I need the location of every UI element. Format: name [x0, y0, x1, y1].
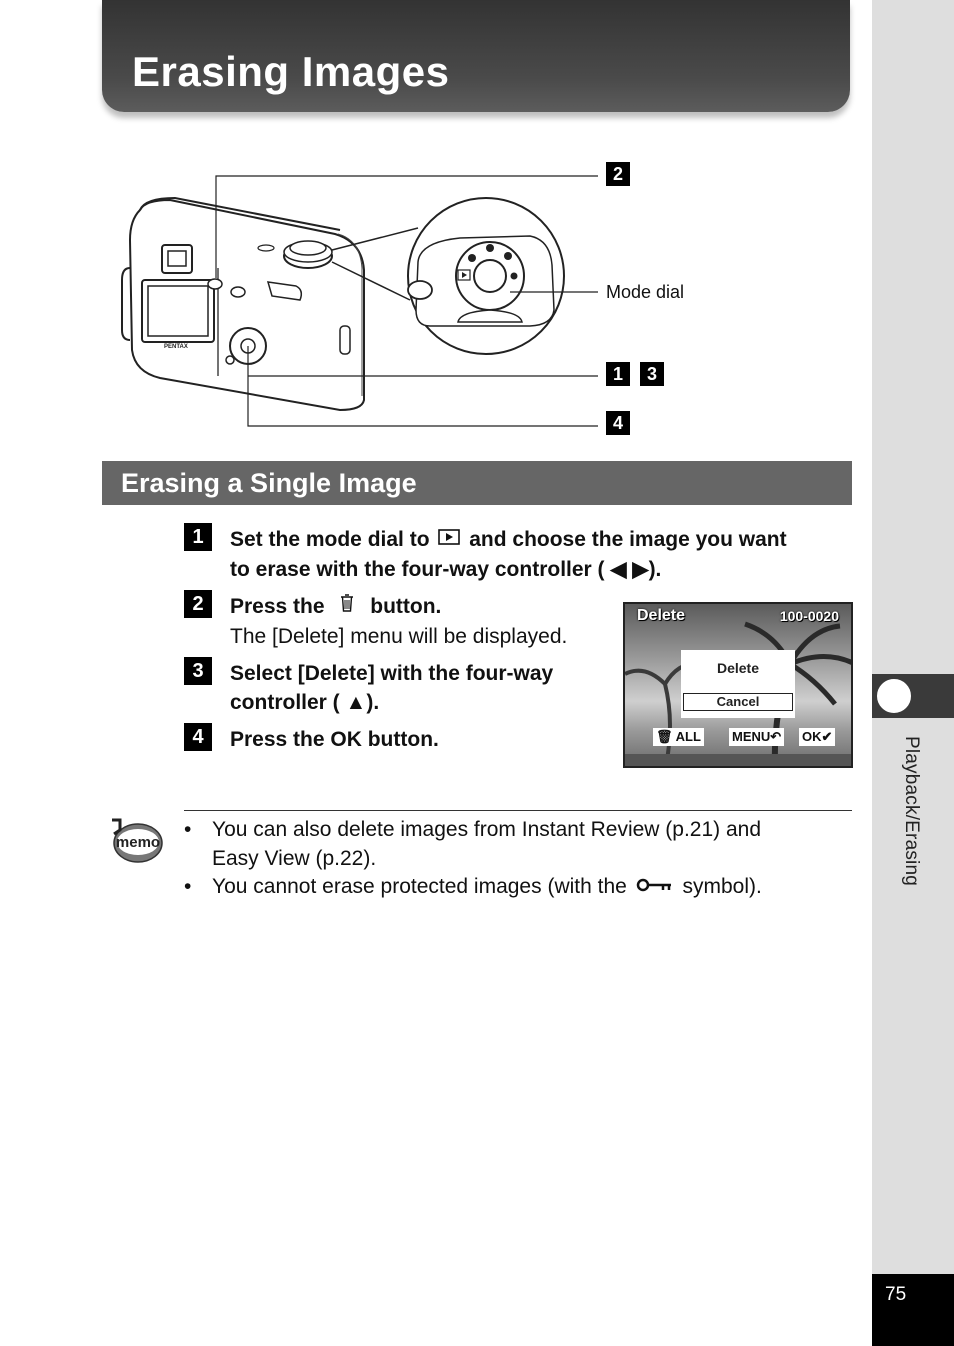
callout-3: 3 [640, 362, 664, 386]
memo-icon-text: memo [116, 834, 160, 851]
memo-icon: memo [106, 816, 164, 864]
lcd-option-delete: Delete [716, 660, 760, 676]
chapter-label: Playback/Erasing [901, 736, 922, 886]
step-1-number: 1 [184, 523, 212, 551]
lcd-title: Delete [637, 607, 686, 624]
lcd-option-cancel: Cancel [683, 693, 793, 711]
step-3-line-2-end: ). [366, 691, 380, 714]
step-4-text: Press the OK button. [230, 728, 439, 751]
step-2-part-b: button. [370, 595, 442, 618]
callout-2: 2 [606, 162, 630, 186]
callout-4: 4 [606, 411, 630, 435]
lcd-footer-menu: MENU↶ [729, 728, 785, 746]
section-title: Erasing a Single Image [121, 468, 417, 498]
lcd-footer-all: 🗑 ALL [653, 728, 704, 746]
step-4-number: 4 [184, 723, 212, 751]
step-1-line-2: to erase with the four-way controller ( [230, 557, 605, 581]
section-header: Erasing a Single Image [102, 461, 852, 505]
lcd-footer-ok-label: OK [802, 729, 822, 744]
lcd-footer-all-label: ALL [675, 729, 701, 744]
page-number: 75 [885, 1284, 907, 1305]
page-number-box: 75 [872, 1274, 954, 1346]
step-3-number: 3 [184, 657, 212, 685]
memo-bullet-1-line-1: You can also delete images from Instant … [212, 818, 762, 841]
step-2-part-a: Press the [230, 595, 325, 618]
memo-bullet-1-marker: • [184, 818, 192, 841]
step-2-text: Press the button. The [Delete] menu will… [230, 592, 610, 651]
step-3-line-2: controller ( [230, 691, 340, 714]
memo-bullet-1-line-2: Easy View (p.22). [212, 847, 377, 870]
lcd-delete-menu: Delete Cancel [681, 650, 795, 718]
step-1-text: Set the mode dial to and choose the imag… [230, 525, 850, 584]
side-tab: Playback/Erasing 75 [872, 0, 954, 1346]
return-arrow-icon: ↶ [770, 729, 782, 744]
camera-drawing: PENTAX [121, 175, 598, 427]
page-title: Erasing Images [132, 48, 450, 95]
right-arrow-icon: ▶ [632, 557, 649, 581]
checkmark-icon: ✔ [821, 729, 833, 744]
lcd-file-counter: 100-0020 [779, 608, 839, 624]
lcd-footer-menu-label: MENU [732, 729, 771, 744]
lcd-footer-ok: OK✔ [799, 728, 836, 746]
memo-divider [184, 810, 852, 811]
memo-bullet-2: You cannot erase protected images (with … [212, 872, 832, 902]
step-1-line-2-end: ). [648, 557, 662, 581]
lcd-trash-icon: 🗑 [656, 729, 673, 744]
key-icon [633, 873, 677, 902]
step-3-text: Select [Delete] with the four-way contro… [230, 659, 610, 717]
playback-icon [435, 526, 463, 555]
step-2-detail: The [Delete] menu will be displayed. [230, 625, 568, 649]
step-2-number: 2 [184, 590, 212, 618]
camera-brand: PENTAX [164, 344, 188, 350]
left-arrow-icon: ◀ [610, 557, 627, 581]
chapter-circle-icon [874, 676, 914, 716]
memo-bullet-1: You can also delete images from Instant … [212, 815, 832, 873]
up-arrow-icon: ▲ [345, 691, 367, 714]
memo-bullet-2-marker: • [184, 875, 192, 898]
memo-bullet-2-after: symbol). [682, 875, 762, 898]
memo-bullet-2-before: You cannot erase protected images (with … [212, 875, 627, 898]
step-1-part-a: Set the mode dial to [230, 528, 430, 551]
lcd-delete-screen: Delete 100-0020 Delete Cancel 🗑 ALL MENU… [623, 602, 853, 768]
trash-icon [330, 592, 364, 622]
title-bar: Erasing Images [102, 0, 850, 112]
camera-illustration: PENTAX 2 [100, 150, 820, 450]
callout-1: 1 [606, 362, 630, 386]
mode-dial-label: Mode dial [606, 282, 685, 302]
step-3-line-1: Select [Delete] with the four-way [230, 662, 554, 685]
step-1-part-b: and choose the image you want [469, 528, 787, 551]
